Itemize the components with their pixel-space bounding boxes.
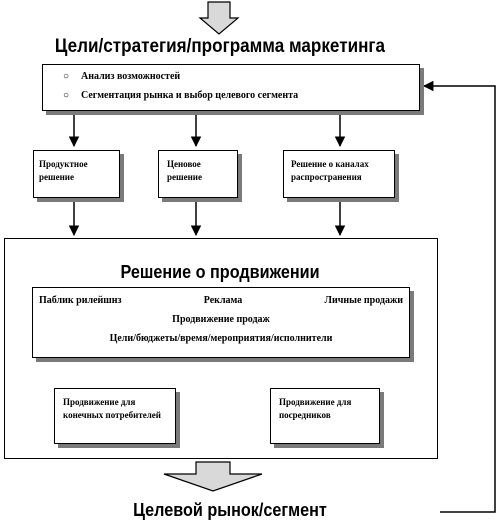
top-item-segmentation: ○ Сегментация рынка и выбор целевого сегм… — [63, 90, 298, 101]
feedback-loop-line — [422, 80, 496, 513]
input-block-arrow — [198, 1, 240, 35]
sales-promotion-label: Продвижение продаж — [172, 314, 270, 325]
consumer-promotion-box: Продвижение для конечных потребителей — [54, 388, 176, 444]
output-block-arrow — [163, 461, 263, 492]
promotion-mix-box: Паблик рилейшнз Реклама Личные продажи П… — [32, 287, 410, 358]
promotion-plan-label: Цели/бюджеты/время/мероприятия/исполните… — [109, 333, 333, 344]
advertising-label: Реклама — [203, 295, 243, 306]
top-item-analysis-label: Анализ возможностей — [81, 71, 181, 82]
analysis-segmentation-box: ○ Анализ возможностей ○ Сегментация рынка … — [42, 64, 420, 111]
personal-selling-label: Личные продажи — [324, 295, 403, 306]
top-item-segmentation-label: Сегментация рынка и выбор целевого сегме… — [81, 90, 299, 101]
bullet-circle-icon: ○ — [63, 90, 70, 101]
price-decision-box: Ценовое решение — [158, 150, 238, 198]
product-decision-box: Продуктное решение — [33, 150, 120, 198]
promotion-tools-row: Паблик рилейшнз Реклама Личные продажи — [39, 295, 403, 306]
public-relations-label: Паблик рилейшнз — [39, 295, 122, 306]
intermediary-promotion-box: Продвижение для посредников — [270, 388, 380, 444]
top-item-analysis: ○ Анализ возможностей — [63, 71, 180, 82]
promotion-title: Решение о продвижении — [120, 262, 320, 282]
marketing-goals-title: Цели/стратегия/программа маркетинга — [54, 36, 386, 57]
bullet-circle-icon: ○ — [63, 71, 70, 82]
target-market-title: Целевой рынок/сегмент — [133, 500, 327, 520]
channel-decision-box: Решение о каналах распространения — [283, 150, 395, 198]
